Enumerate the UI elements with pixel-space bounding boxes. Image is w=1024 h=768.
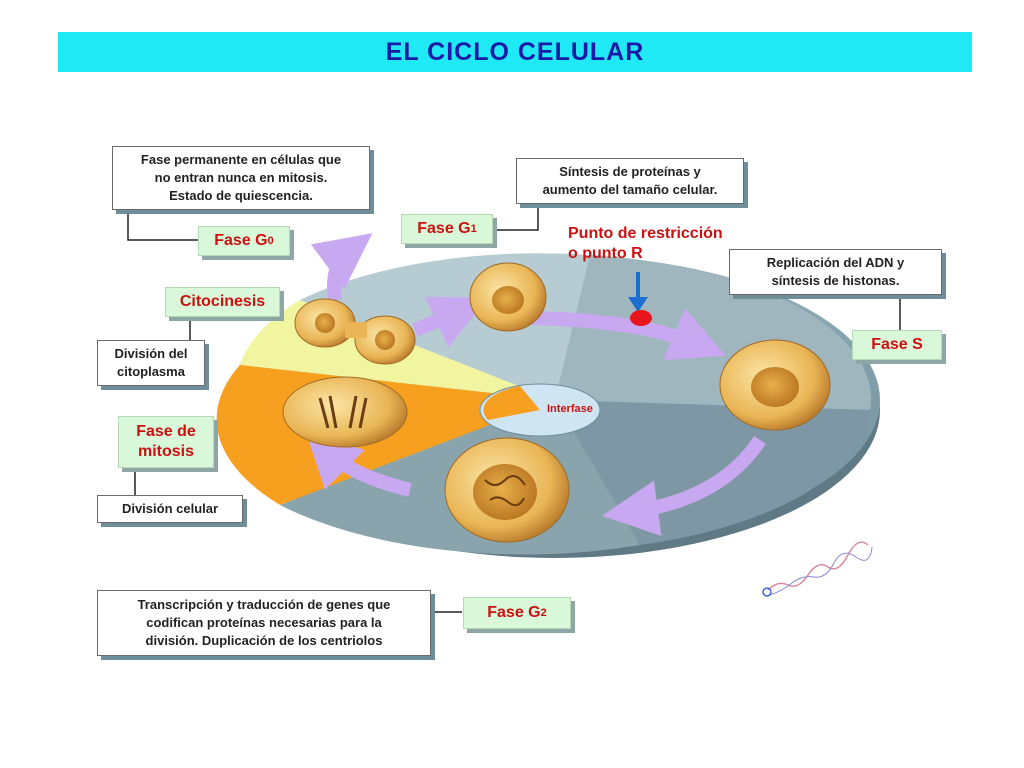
mitosis-desc-line: División celular	[121, 501, 219, 516]
interfase-label: Interfase	[547, 403, 593, 415]
g0-desc-line: Estado de quiescencia.	[169, 188, 313, 203]
s-desc-line: síntesis de histonas.	[771, 273, 900, 288]
cito-desc-line: citoplasma	[117, 364, 185, 379]
mitosis-description-box: División celular	[97, 495, 243, 523]
restriction-point-dot	[630, 310, 652, 326]
g0-desc-line: no entran nunca en mitosis.	[154, 170, 328, 185]
phase-s-label: Fase S	[852, 330, 942, 360]
phase-g2-main: Fase G	[487, 604, 541, 621]
cytokinesis-description-box: División del citoplasma	[97, 340, 205, 386]
arrow-g1-to-s	[529, 308, 726, 361]
s-description-box: Replicación del ADN y síntesis de histon…	[729, 249, 942, 295]
g1-desc-line: aumento del tamaño celular.	[542, 182, 718, 197]
g2-desc-line: Transcripción y traducción de genes que	[137, 597, 391, 612]
g1-description-box: Síntesis de proteínas y aumento del tama…	[516, 158, 744, 204]
connector-lines	[127, 205, 901, 613]
arrow-cytokinesis-to-g1	[412, 296, 488, 348]
cito-desc-line: División del	[114, 346, 188, 361]
g2-desc-line: división. Duplicación de los centriolos	[145, 633, 383, 648]
s-desc-line: Replicación del ADN y	[766, 255, 905, 270]
g0-desc-line: Fase permanente en células que	[140, 152, 342, 167]
g1-desc-line: Síntesis de proteínas y	[559, 164, 701, 179]
arrow-s-to-g2	[602, 436, 766, 537]
phase-mitosis-line: mitosis	[137, 443, 194, 460]
arrow-g2-to-mitosis	[305, 430, 412, 497]
dna-squiggle-icon	[762, 541, 873, 597]
cell-g1	[469, 262, 547, 332]
g0-description-box: Fase permanente en células que no entran…	[112, 146, 370, 210]
restriction-arrow-icon	[628, 297, 648, 312]
g2-description-box: Transcripción y traducción de genes que …	[97, 590, 431, 656]
restriction-point-line: Punto de restricción	[568, 225, 723, 242]
phase-citocinesis-text: Citocinesis	[179, 293, 266, 310]
cell-cytokinesis	[294, 298, 416, 365]
page-title: EL CICLO CELULAR	[385, 37, 645, 66]
arrow-to-g0	[310, 233, 373, 301]
cell-s	[719, 339, 831, 431]
phase-g1-main: Fase G	[417, 220, 471, 237]
title-bar: EL CICLO CELULAR	[58, 32, 972, 72]
g2-desc-line: codifican proteínas necesarias para la	[146, 615, 382, 630]
phase-citocinesis-label: Citocinesis	[165, 287, 280, 317]
restriction-point-line: o punto R	[568, 245, 643, 262]
phase-s-main: Fase S	[871, 336, 923, 353]
cycle-arrows	[305, 233, 766, 537]
phase-g0-main: Fase G	[214, 232, 268, 249]
cell-g2	[444, 437, 570, 543]
cell-mitosis	[282, 376, 408, 448]
phase-mitosis-label: Fase de mitosis	[118, 416, 214, 468]
restriction-point-label: Punto de restricción o punto R	[568, 224, 723, 264]
phase-mitosis-line: Fase de	[136, 423, 196, 440]
